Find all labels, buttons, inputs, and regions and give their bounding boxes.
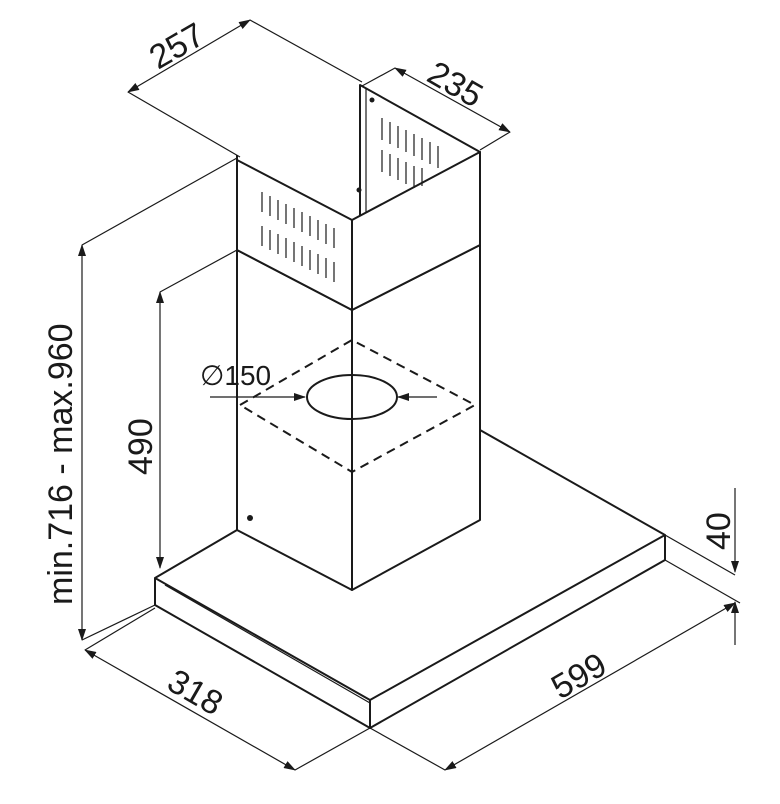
lower-chimney	[236, 244, 481, 591]
vent-slots-back	[381, 118, 439, 188]
lower-chimney-height-label: 490	[122, 418, 160, 475]
total-height-label: min.716 - max.960	[42, 323, 80, 605]
dim-490	[156, 249, 238, 569]
dim-235	[361, 67, 511, 151]
plate-thickness-label: 40	[700, 512, 738, 550]
duct-outlet	[210, 338, 478, 474]
dim-257	[127, 19, 363, 158]
chimney-width-label: 235	[421, 54, 489, 115]
dim-total-height	[78, 157, 238, 641]
upper-chimney	[236, 84, 481, 311]
dim-318	[84, 607, 371, 771]
duct-diameter-label: ∅150	[200, 360, 271, 391]
vent-slots-front	[261, 192, 335, 282]
dim-599	[369, 602, 736, 771]
chimney-depth-label: 257	[143, 16, 211, 77]
hood-width-label: 599	[545, 646, 613, 707]
hood-depth-label: 318	[161, 662, 229, 723]
